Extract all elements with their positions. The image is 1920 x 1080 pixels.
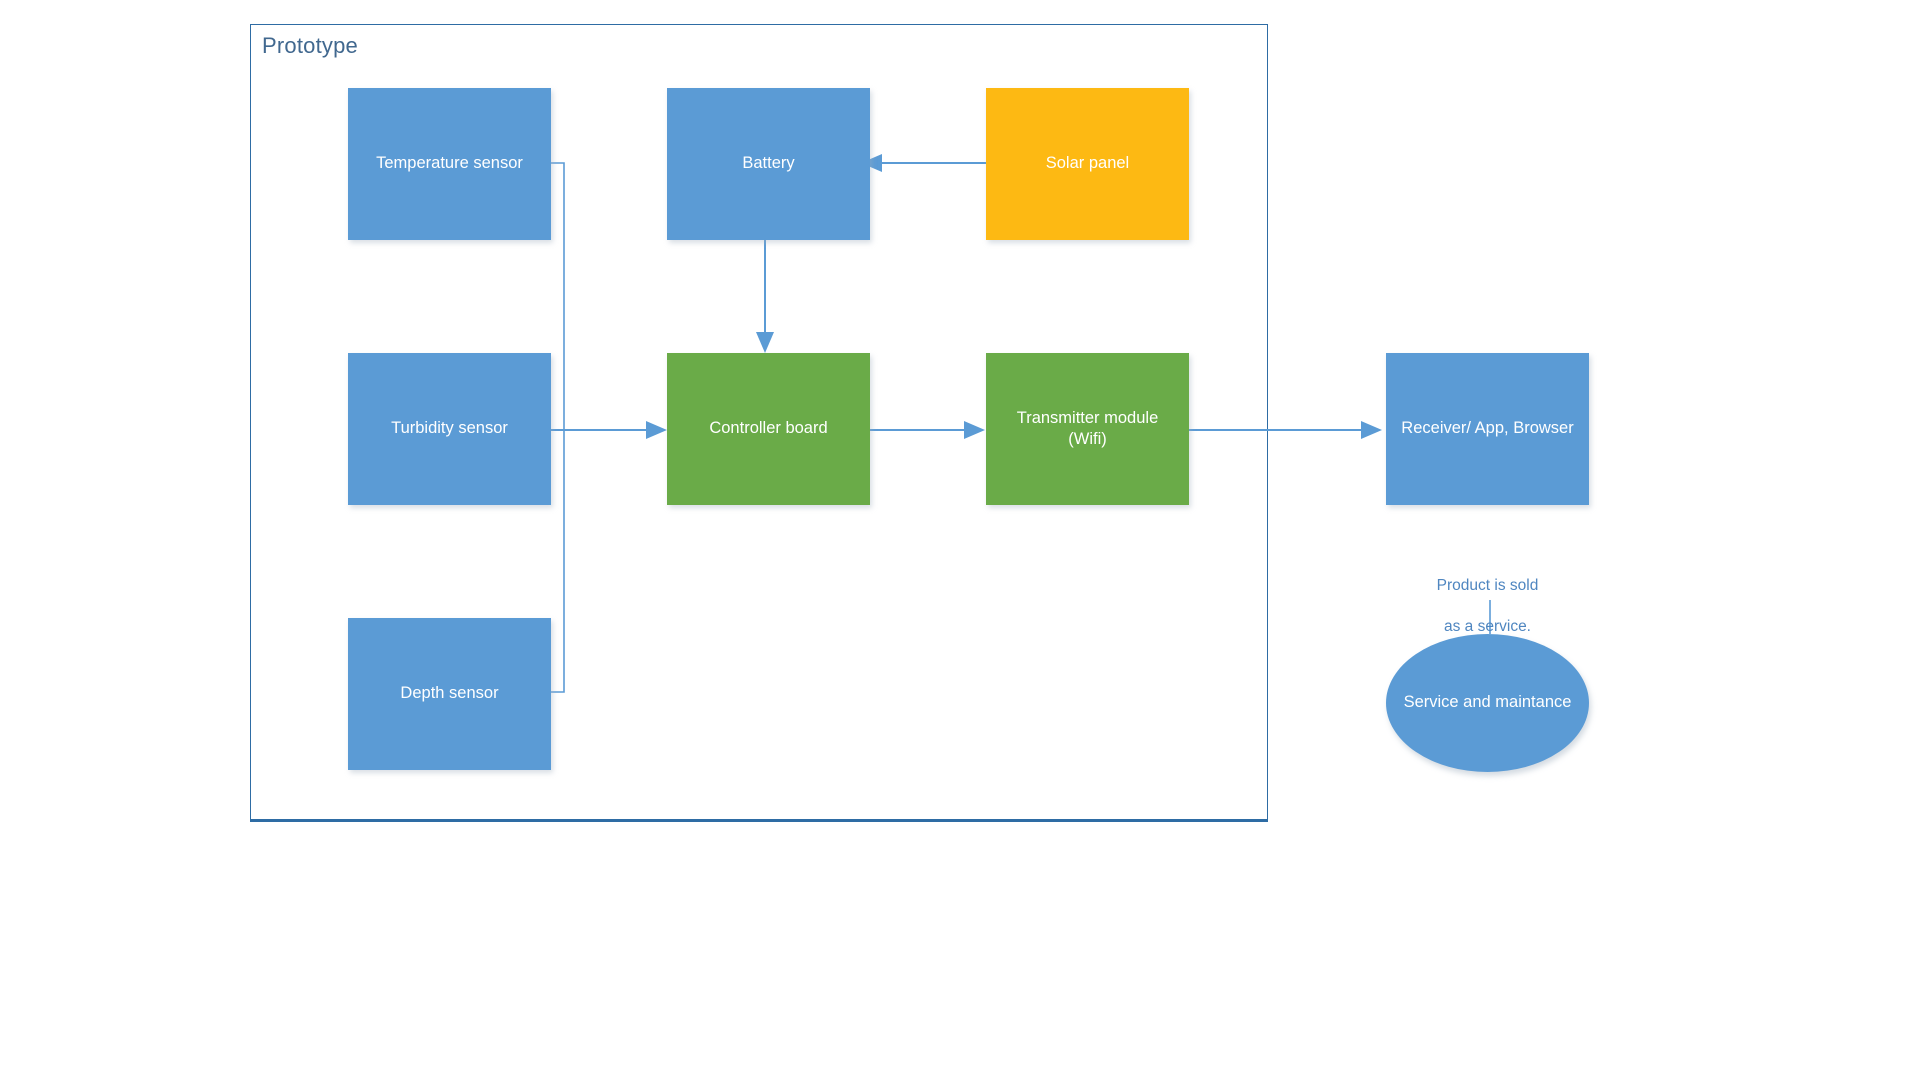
node-receiver-label: Receiver/ App, Browser [1401,419,1574,438]
node-service-maintance-label: Service and maintance [1404,692,1572,713]
node-service-maintance-label-line1: Service and [1403,693,1491,712]
node-depth-sensor-label: Depth sensor [400,684,499,703]
prototype-container-title: Prototype [262,33,358,58]
node-battery-label: Battery [742,154,795,173]
annotation-line2: as a service. [1443,618,1531,636]
annotation-line1: Product is sold [1436,577,1539,595]
node-transmitter-module-label: Transmitter module (Wifi) [1017,408,1159,450]
node-turbidity-sensor[interactable]: Turbidity sensor [348,353,551,505]
annotation-product-service-note: Product is sold as a service. [1386,556,1589,638]
prototype-container[interactable] [250,24,1268,822]
node-controller-board[interactable]: Controller board [667,353,870,505]
node-depth-sensor[interactable]: Depth sensor [348,618,551,770]
node-service-maintance-label-line2: maintance [1495,693,1572,712]
node-temperature-sensor-label: Temperature sensor [376,154,523,173]
node-temperature-sensor[interactable]: Temperature sensor [348,88,551,240]
node-turbidity-sensor-label: Turbidity sensor [391,419,508,438]
node-controller-board-label: Controller board [709,419,828,438]
node-transmitter-module[interactable]: Transmitter module (Wifi) [986,353,1189,505]
node-transmitter-module-label-line1: Transmitter module [1016,408,1159,427]
node-solar-panel-label: Solar panel [1045,154,1130,173]
node-service-maintance[interactable]: Service and maintance [1386,634,1589,772]
node-receiver[interactable]: Receiver/ App, Browser [1386,353,1589,505]
node-solar-panel[interactable]: Solar panel [986,88,1189,240]
node-transmitter-module-label-line2: (Wifi) [1068,430,1107,448]
node-battery[interactable]: Battery [667,88,870,240]
